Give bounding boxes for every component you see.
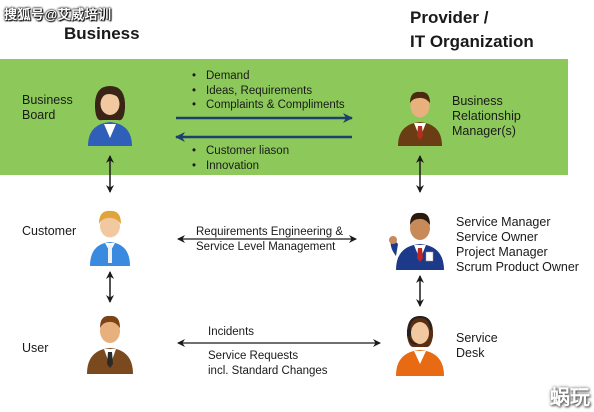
watermark: 搜狐号@艾威培训 <box>4 7 112 22</box>
provider-header-line2: IT Organization <box>410 32 534 51</box>
business-header: Business <box>64 24 140 43</box>
to-business-item: Customer liason <box>192 144 289 159</box>
customer-label: Customer <box>22 224 77 238</box>
customer-link-text: Requirements Engineering & Service Level… <box>196 225 343 254</box>
brm-label-line3: Manager(s) <box>452 124 516 138</box>
to-provider-item: Demand <box>192 69 345 84</box>
user-label: User <box>22 341 49 355</box>
brm-label-line2: Relationship <box>452 109 521 123</box>
to-provider-item: Complaints & Compliments <box>192 98 345 113</box>
brm-person-icon <box>398 91 442 146</box>
business-board-label-line1: Business <box>22 93 73 107</box>
service-desk-person-icon <box>396 315 444 376</box>
service-role-4: Scrum Product Owner <box>456 260 579 274</box>
service-desk-label-line1: Service <box>456 331 498 345</box>
business-board-label: Business Board <box>22 93 73 123</box>
business-board-person-icon <box>88 86 132 146</box>
to-provider-item: Ideas, Requirements <box>192 84 345 99</box>
provider-header: Provider / IT Organization <box>410 6 534 54</box>
brm-label-line1: Business <box>452 94 503 108</box>
service-role-3: Project Manager <box>456 245 548 259</box>
user-person-icon <box>87 315 133 374</box>
service-requests-text: Service Requests incl. Standard Changes <box>208 349 328 378</box>
business-board-label-line2: Board <box>22 108 56 122</box>
service-role-1: Service Manager <box>456 215 551 229</box>
service-requests-line1: Service Requests <box>208 350 299 362</box>
customer-person-icon <box>90 210 130 266</box>
service-desk-label-line2: Desk <box>456 346 485 360</box>
customer-link-line2: Service Level Management <box>196 240 336 253</box>
incidents-label: Incidents <box>208 326 255 338</box>
customer-link-line1: Requirements Engineering & <box>196 226 344 238</box>
to-business-list: Customer liason Innovation <box>192 144 289 173</box>
service-role-2: Service Owner <box>456 230 538 244</box>
service-manager-person-icon <box>389 212 444 270</box>
service-desk-label: Service Desk <box>456 331 498 361</box>
to-provider-list: Demand Ideas, Requirements Complaints & … <box>192 69 345 113</box>
provider-header-line1: Provider / <box>410 8 489 27</box>
service-requests-line2: incl. Standard Changes <box>208 364 328 377</box>
corner-watermark: 蜗玩 <box>550 385 590 409</box>
brm-label: Business Relationship Manager(s) <box>452 94 521 139</box>
service-roles-label: Service Manager Service Owner Project Ma… <box>456 215 579 275</box>
to-business-item: Innovation <box>192 159 289 174</box>
